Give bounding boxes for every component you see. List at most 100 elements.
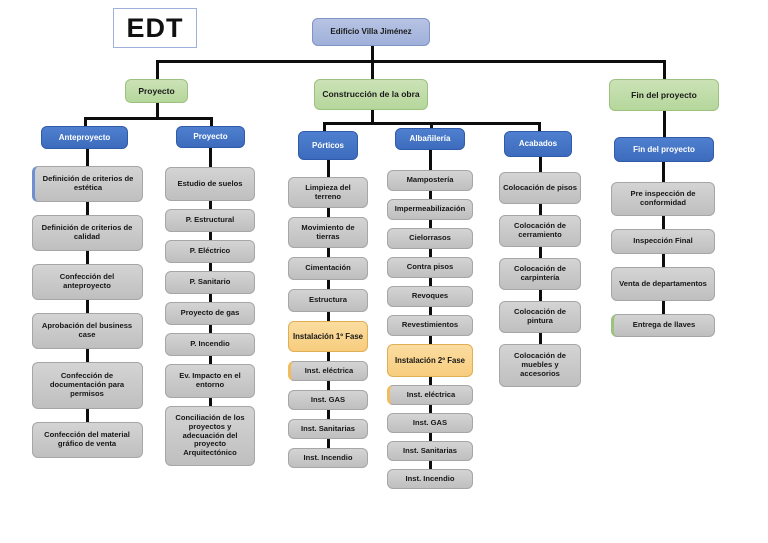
node-proyecto-4[interactable]: Proyecto de gas <box>165 302 255 325</box>
connector-proyecto-1 <box>209 201 212 209</box>
connector-drop-fin <box>663 60 666 85</box>
node-porticos-4[interactable]: Instalación 1º Fase <box>288 321 368 352</box>
node-albanileria-5[interactable]: Revestimientos <box>387 315 473 336</box>
connector-porticos-1 <box>327 208 330 217</box>
node-albanileria-9[interactable]: Inst. Sanitarias <box>387 441 473 461</box>
connector-proyecto-5 <box>209 325 212 333</box>
connector-porticos-5 <box>327 352 330 361</box>
connector-drop-anteproyecto <box>84 117 87 127</box>
connector-drop-proyecto2 <box>210 117 213 127</box>
connector-anteproyecto-2 <box>86 251 89 264</box>
node-phase-construccion[interactable]: Construcción de la obra <box>314 79 428 110</box>
node-acabados-4[interactable]: Colocación de muebles y accesorios <box>499 344 581 387</box>
node-fin-3[interactable]: Entrega de llaves <box>611 314 715 337</box>
node-porticos-2[interactable]: Cimentación <box>288 257 368 280</box>
node-albanileria-1[interactable]: Impermeabilización <box>387 199 473 220</box>
node-albanileria-8[interactable]: Inst. GAS <box>387 413 473 433</box>
node-acabados-1[interactable]: Colocación de cerramiento <box>499 215 581 247</box>
connector-proyecto-4 <box>209 294 212 302</box>
node-albanileria-7[interactable]: Inst. eléctrica <box>387 385 473 405</box>
connector-drop-construccion <box>371 60 374 80</box>
connector-anteproyecto-1 <box>86 202 89 215</box>
connector-proyecto-bus <box>84 117 213 120</box>
node-porticos-0[interactable]: Limpieza del terreno <box>288 177 368 208</box>
node-group-acabados[interactable]: Acabados <box>504 131 572 157</box>
node-albanileria-0[interactable]: Mampostería <box>387 170 473 191</box>
connector-albanileria-1 <box>429 191 432 199</box>
edt-title-box: EDT <box>113 8 197 48</box>
connector-group-porticos-stem <box>327 160 330 177</box>
node-proyecto-5[interactable]: P. Incendio <box>165 333 255 356</box>
connector-albanileria-7 <box>429 377 432 385</box>
node-proyecto-0[interactable]: Estudio de suelos <box>165 167 255 201</box>
node-albanileria-10[interactable]: Inst. Incendio <box>387 469 473 489</box>
connector-porticos-3 <box>327 280 330 289</box>
connector-anteproyecto-3 <box>86 300 89 313</box>
node-phase-proyecto[interactable]: Proyecto <box>125 79 188 103</box>
node-albanileria-4[interactable]: Revoques <box>387 286 473 307</box>
node-acabados-3[interactable]: Colocación de pintura <box>499 301 581 333</box>
connector-porticos-6 <box>327 381 330 390</box>
node-phase-fin[interactable]: Fin del proyecto <box>609 79 719 111</box>
connector-proyecto-2 <box>209 232 212 240</box>
node-porticos-6[interactable]: Inst. GAS <box>288 390 368 410</box>
connector-albanileria-4 <box>429 278 432 286</box>
edt-title-label: EDT <box>126 12 184 43</box>
connector-porticos-7 <box>327 410 330 419</box>
node-albanileria-3[interactable]: Contra pisos <box>387 257 473 278</box>
node-group-porticos[interactable]: Pórticos <box>298 131 358 160</box>
node-anteproyecto-5[interactable]: Confección del material gráfico de venta <box>31 422 143 458</box>
node-root[interactable]: Edificio Villa Jiménez <box>312 18 430 46</box>
connector-porticos-2 <box>327 248 330 257</box>
connector-acabados-1 <box>539 204 542 215</box>
node-acabados-2[interactable]: Colocación de carpintería <box>499 258 581 290</box>
node-porticos-7[interactable]: Inst. Sanitarias <box>288 419 368 439</box>
node-fin-2[interactable]: Venta de departamentos <box>611 267 715 301</box>
connector-albanileria-8 <box>429 405 432 413</box>
node-acabados-0[interactable]: Colocación de pisos <box>499 172 581 204</box>
node-proyecto-6[interactable]: Ev. Impacto en el entorno <box>165 364 255 398</box>
node-porticos-5[interactable]: Inst. eléctrica <box>288 361 368 381</box>
connector-group-anteproyecto-stem <box>86 149 89 166</box>
connector-proyecto-3 <box>209 263 212 271</box>
connector-porticos-8 <box>327 439 330 448</box>
connector-proyecto-stem <box>156 103 159 117</box>
connector-albanileria-9 <box>429 433 432 441</box>
connector-acabados-2 <box>539 247 542 258</box>
node-albanileria-6[interactable]: Instalación 2º Fase <box>387 344 473 377</box>
node-proyecto-2[interactable]: P. Eléctrico <box>165 240 255 263</box>
connector-fin-3 <box>662 301 665 314</box>
node-anteproyecto-1[interactable]: Definición de criterios de calidad <box>31 215 143 251</box>
node-proyecto-7[interactable]: Conciliación de los proyectos y adecuaci… <box>165 406 255 466</box>
node-porticos-1[interactable]: Movimiento de tierras <box>288 217 368 248</box>
node-fin-0[interactable]: Pre inspección de conformidad <box>611 182 715 216</box>
node-fin-1[interactable]: Inspección Final <box>611 229 715 254</box>
connector-porticos-4 <box>327 312 330 321</box>
connector-albanileria-6 <box>429 336 432 344</box>
connector-fin-stem <box>663 111 666 137</box>
node-proyecto-3[interactable]: P. Sanitario <box>165 271 255 294</box>
connector-fin-2 <box>662 254 665 267</box>
node-porticos-3[interactable]: Estructura <box>288 289 368 312</box>
connector-proyecto-7 <box>209 398 212 406</box>
node-anteproyecto-3[interactable]: Aprobación del business case <box>31 313 143 349</box>
connector-root-stem <box>371 46 374 60</box>
connector-albanileria-2 <box>429 220 432 228</box>
node-anteproyecto-0[interactable]: Definición de criterios de estética <box>31 166 143 202</box>
node-group-anteproyecto[interactable]: Anteproyecto <box>41 126 128 149</box>
connector-proyecto-6 <box>209 356 212 364</box>
connector-anteproyecto-5 <box>86 409 89 422</box>
node-anteproyecto-4[interactable]: Confección de documentación para permiso… <box>31 362 143 409</box>
node-group-fin[interactable]: Fin del proyecto <box>614 137 714 162</box>
connector-albanileria-3 <box>429 249 432 257</box>
connector-drop-albanileria <box>430 122 433 132</box>
connector-anteproyecto-4 <box>86 349 89 362</box>
node-proyecto-1[interactable]: P. Estructural <box>165 209 255 232</box>
node-group-albanileria[interactable]: Albañilería <box>395 128 465 150</box>
node-porticos-8[interactable]: Inst. Incendio <box>288 448 368 468</box>
node-albanileria-2[interactable]: Cielorrasos <box>387 228 473 249</box>
connector-top-bus <box>156 60 666 63</box>
node-anteproyecto-2[interactable]: Confección del anteproyecto <box>31 264 143 300</box>
node-group-proyecto[interactable]: Proyecto <box>176 126 245 148</box>
